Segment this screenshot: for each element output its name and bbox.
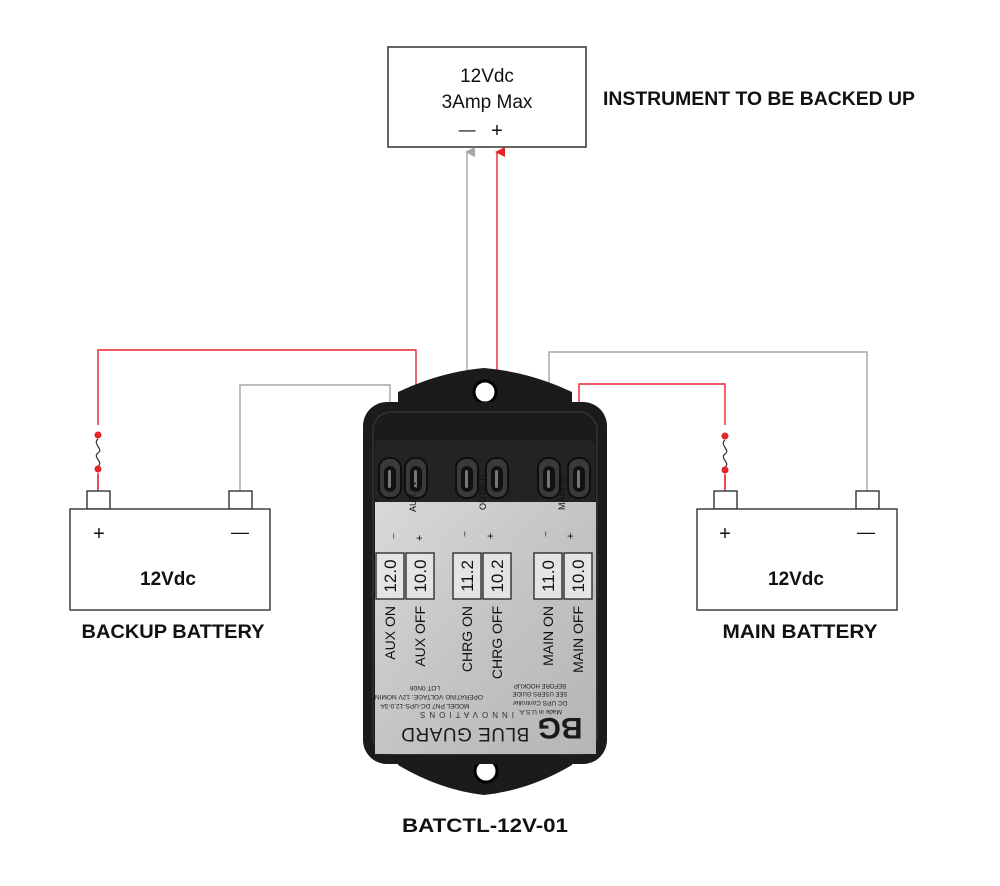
aux-in-minus-label: – <box>388 533 398 538</box>
terminal-screws <box>378 457 591 499</box>
fine-print-line-6: BEFORE HOOKUP <box>514 682 566 688</box>
aux-in-label: AUX IN <box>408 482 418 512</box>
backup-negative-symbol: — <box>231 522 249 542</box>
instrument-box <box>387 46 587 148</box>
setting-value-box <box>375 552 405 600</box>
output-plus-label: + <box>485 533 497 539</box>
setting-label: MAIN ON <box>540 606 556 666</box>
terminal-aux-in-positive <box>404 457 428 499</box>
device-model-label: BATCTL-12V-01 <box>402 816 569 837</box>
setting-value-box <box>533 552 563 600</box>
instrument: 12Vdc 3Amp Max — + INSTRUMENT TO BE BACK… <box>387 46 915 148</box>
setting-label: AUX ON <box>382 606 398 660</box>
setting-value: 10.0 <box>411 559 430 592</box>
instrument-current: 3Amp Max <box>442 92 533 113</box>
brand-logo: BLUE GUARD INNOVATIONS BG <box>401 710 583 744</box>
backup-battery: + — 12Vdc BACKUP BATTERY <box>69 490 271 643</box>
top-mounting-hole <box>472 379 498 405</box>
output-label: OUTPUT <box>478 473 488 511</box>
main-in-plus-label: + <box>565 533 577 539</box>
setting-value: 11.0 <box>539 560 558 592</box>
fine-print: MODEL PN7 DC-UPS-12.0-3A OPERATING VOLTA… <box>367 682 568 715</box>
fine-print-line-0: MODEL PN7 DC-UPS-12.0-3A <box>380 702 470 709</box>
brand-mark: BG <box>538 711 583 744</box>
fine-print-line-2: LOT 0N08 <box>410 684 440 691</box>
backup-positive-post <box>86 490 111 510</box>
setting-value-box <box>563 552 593 600</box>
fine-print-line-4: DC UPS Controller <box>512 699 567 706</box>
setting-value-box <box>482 552 512 600</box>
fine-print-line-1: OPERATING VOLTAGE: 12V NOMINAL <box>367 693 483 700</box>
main-battery-body <box>696 508 898 611</box>
setting-value: 12.0 <box>381 559 400 592</box>
setting-label: AUX OFF <box>412 606 428 667</box>
aux-in-plus-label: + <box>414 535 426 541</box>
main-in-label: MAIN IN <box>557 476 567 510</box>
instrument-label: INSTRUMENT TO BE BACKED UP <box>603 89 915 110</box>
main-in-minus-label: – <box>540 531 550 536</box>
setting-value: 10.0 <box>569 559 588 592</box>
instrument-positive-terminal: + <box>491 120 503 142</box>
fine-print-line-5: SEE USERS GUIDE <box>512 690 567 696</box>
main-positive-symbol: + <box>719 523 731 545</box>
main-negative-symbol: — <box>857 522 875 542</box>
backup-fuse <box>90 425 106 493</box>
setting-label: MAIN OFF <box>570 606 586 673</box>
terminal-main-in-positive <box>567 457 591 499</box>
main-battery-voltage: 12Vdc <box>768 569 824 590</box>
setting-label: CHRG ON <box>459 606 475 672</box>
backup-battery-body <box>69 508 271 611</box>
brand-sub: INNOVATIONS <box>416 710 514 719</box>
output-minus-label: – <box>459 531 469 536</box>
terminal-output-negative <box>455 457 479 499</box>
main-negative-post <box>855 490 880 510</box>
terminal-main-in-negative <box>537 457 561 499</box>
setting-value-box <box>452 552 482 600</box>
instrument-negative-terminal: — <box>459 120 476 139</box>
backup-positive-symbol: + <box>93 523 105 545</box>
backup-battery-label: BACKUP BATTERY <box>82 622 265 643</box>
main-battery: + — 12Vdc MAIN BATTERY <box>696 490 898 643</box>
main-fuse <box>717 425 733 493</box>
fine-print-line-3: Made in U.S.A. <box>518 708 562 715</box>
backup-battery-voltage: 12Vdc <box>140 569 196 590</box>
brand-name: BLUE GUARD <box>401 723 530 744</box>
terminal-aux-in-negative <box>378 457 402 499</box>
terminal-output-positive <box>485 457 509 499</box>
label-plate <box>375 502 596 754</box>
setting-label: CHRG OFF <box>489 606 505 679</box>
main-battery-label: MAIN BATTERY <box>723 622 878 643</box>
controller-device: – AUX IN + – OUTPUT + – MAIN IN + 12.0AU… <box>363 368 607 837</box>
instrument-voltage: 12Vdc <box>460 66 514 87</box>
setting-value: 11.2 <box>458 560 477 592</box>
backup-negative-post <box>228 490 253 510</box>
setting-value: 10.2 <box>488 559 507 592</box>
setting-value-box <box>405 552 435 600</box>
main-positive-post <box>713 490 738 510</box>
